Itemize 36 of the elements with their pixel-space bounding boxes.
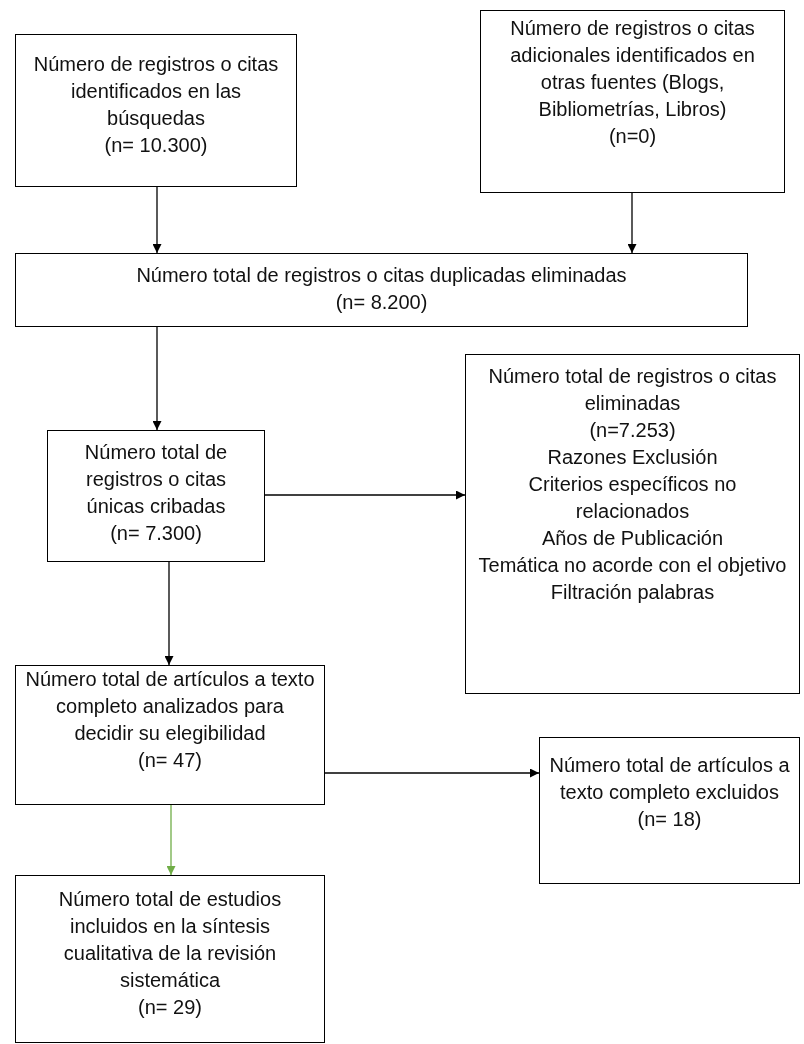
arrow [324, 768, 540, 778]
box-text: Años de Publicación [541, 526, 724, 551]
box-text: (n= 47) [138, 748, 202, 773]
box-text: (n=7.253) [589, 418, 676, 443]
box-text: Filtración palabras [550, 580, 715, 605]
box-text: Número total de registros o citas únicas cribadas [83, 440, 229, 519]
box-text: Número de registros o citas adicionales identificados en otras fuentes (Blogs, Bibliometrías, Libros) [509, 16, 756, 122]
arrow [152, 326, 162, 431]
arrow [627, 192, 637, 254]
process-box [465, 354, 800, 694]
process-box [47, 430, 265, 562]
process-box [15, 253, 748, 327]
box-text: Número total de estudios incluidos en la síntesis cualitativa de la revisión sistemática [57, 887, 283, 993]
arrow [264, 490, 466, 500]
box-text: Número total de artículos a texto completo excluidos [548, 753, 791, 805]
box-text: (n= 8.200) [335, 290, 428, 315]
box-text: (n= 29) [138, 995, 202, 1020]
box-text: Temática no acorde con el objetivo [478, 553, 787, 578]
arrow [164, 561, 174, 666]
box-text: (n= 7.300) [110, 521, 202, 546]
box-text: Criterios específicos no relacionados [527, 472, 738, 524]
box-text: Número de registros o citas identificados en las búsquedas [32, 52, 280, 131]
process-box [15, 34, 297, 187]
box-text: (n= 10.300) [104, 133, 208, 158]
arrow [152, 186, 162, 254]
box-text: (n=0) [608, 124, 657, 149]
process-box [539, 737, 800, 884]
box-text: Número total de registros o citas eliminadas [487, 364, 778, 416]
box-text: Número total de registros o citas duplicadas eliminadas [136, 263, 627, 288]
process-box [15, 665, 325, 805]
process-box [15, 875, 325, 1043]
arrow [166, 804, 176, 876]
process-box [480, 10, 785, 193]
box-text: Razones Exclusión [547, 445, 718, 470]
box-text: (n= 18) [637, 807, 702, 832]
box-text: Número total de artículos a texto completo analizados para decidir su elegibilidad [24, 667, 316, 746]
